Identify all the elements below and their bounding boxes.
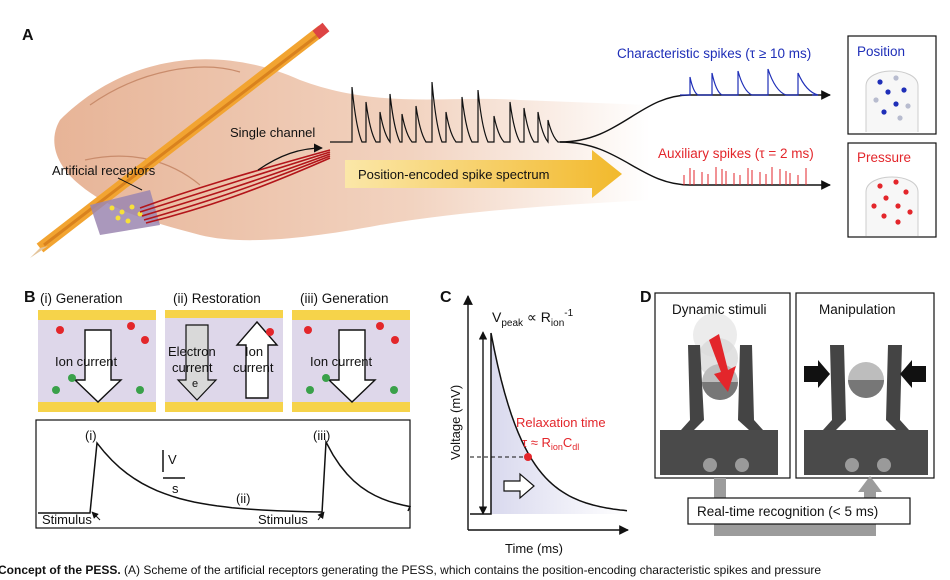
branch-lower-line bbox=[559, 141, 831, 190]
stimulus-label-2: Stimulus bbox=[258, 512, 308, 527]
c-y-axis-label: Voltage (mV) bbox=[448, 385, 463, 460]
ion-current-label-l1: Ion bbox=[245, 344, 263, 359]
decay-curve bbox=[470, 332, 628, 515]
dynamic-stimuli-label: Dynamic stimuli bbox=[672, 302, 767, 317]
ion-current-label-l2: current bbox=[233, 360, 274, 375]
c-x-axis-label: Time (ms) bbox=[505, 541, 563, 556]
auxiliary-spikes-label: Auxiliary spikes (τ = 2 ms) bbox=[658, 146, 814, 161]
scale-v-label: V bbox=[168, 452, 177, 467]
ion-current-label-i: Ion current bbox=[55, 354, 118, 369]
panel-c-label: C bbox=[440, 289, 452, 306]
recognition-box bbox=[687, 497, 911, 525]
fingertip-outline-position bbox=[865, 70, 919, 132]
ion-markers bbox=[52, 322, 399, 394]
time-arrow bbox=[503, 472, 535, 500]
spectrum-arrow bbox=[345, 150, 622, 198]
device-generation-iii bbox=[292, 310, 410, 412]
caption-text: (A) Scheme of the artificial receptors g… bbox=[120, 563, 822, 577]
generation-iii-label: (iii) Generation bbox=[300, 291, 389, 306]
electron-current-label-l2: current bbox=[172, 360, 213, 375]
valley-ii-label: (ii) bbox=[236, 491, 250, 506]
manipulation-label: Manipulation bbox=[819, 302, 896, 317]
characteristic-spikes-label: Characteristic spikes (τ ≥ 10 ms) bbox=[617, 46, 811, 61]
electron-symbol: e bbox=[192, 378, 198, 390]
spectrum-label: Position-encoded spike spectrum bbox=[358, 167, 550, 182]
peak-i-label: (i) bbox=[85, 428, 97, 443]
electron-current-label-l1: Electron bbox=[168, 344, 216, 359]
decay-area bbox=[491, 333, 627, 514]
receptor-pointer bbox=[117, 177, 143, 191]
panel-d-label: D bbox=[640, 289, 652, 306]
auxiliary-spikes bbox=[683, 167, 807, 185]
robot-gripper-dynamic bbox=[660, 313, 778, 475]
finger-contour bbox=[89, 66, 241, 106]
robot-gripper-manipulation bbox=[804, 345, 928, 475]
caption-bold: Concept of the PESS. bbox=[0, 563, 121, 577]
voltage-trace-line bbox=[38, 439, 412, 514]
characteristic-spikes bbox=[680, 68, 819, 96]
pressure-label: Pressure bbox=[857, 150, 911, 165]
stimulus-label-1: Stimulus bbox=[42, 512, 92, 527]
feedback-arrowhead bbox=[858, 476, 882, 492]
tau-formula: τ ≈ RionCdl bbox=[522, 435, 579, 452]
nerve-fibers bbox=[139, 149, 331, 224]
vpeak-label: Vpeak ∝ Rion-1 bbox=[492, 308, 574, 329]
figure-caption: Concept of the PESS. (A) Scheme of the a… bbox=[0, 560, 950, 580]
scale-s-label: s bbox=[172, 481, 179, 496]
relaxation-time-label: Relaxation time bbox=[516, 415, 606, 430]
stimulus-arrow-2 bbox=[317, 511, 325, 521]
channel-arrow bbox=[257, 143, 323, 171]
recognition-label: Real-time recognition (< 5 ms) bbox=[697, 504, 878, 519]
channel-label: Single channel bbox=[230, 125, 315, 140]
peak-iii-label: (iii) bbox=[313, 428, 330, 443]
device-restoration bbox=[165, 310, 283, 412]
spike-train-line bbox=[330, 81, 560, 144]
device-generation-i bbox=[38, 310, 156, 412]
panel-b-label: B bbox=[24, 289, 36, 306]
stimulus-arrow-1 bbox=[91, 511, 101, 521]
hand-arm-illustration bbox=[54, 59, 651, 241]
position-label: Position bbox=[857, 44, 905, 59]
ion-current-label-iii: Ion current bbox=[310, 354, 373, 369]
receptors-label: Artificial receptors bbox=[52, 163, 156, 178]
pencil-icon bbox=[30, 22, 330, 258]
position-dots bbox=[873, 75, 911, 121]
pressure-dots bbox=[871, 179, 913, 225]
tau-point bbox=[524, 453, 532, 461]
generation-i-label: (i) Generation bbox=[40, 291, 123, 306]
panel-a-label: A bbox=[22, 27, 34, 44]
restoration-label: (ii) Restoration bbox=[173, 291, 261, 306]
receptor-patch bbox=[90, 190, 160, 235]
